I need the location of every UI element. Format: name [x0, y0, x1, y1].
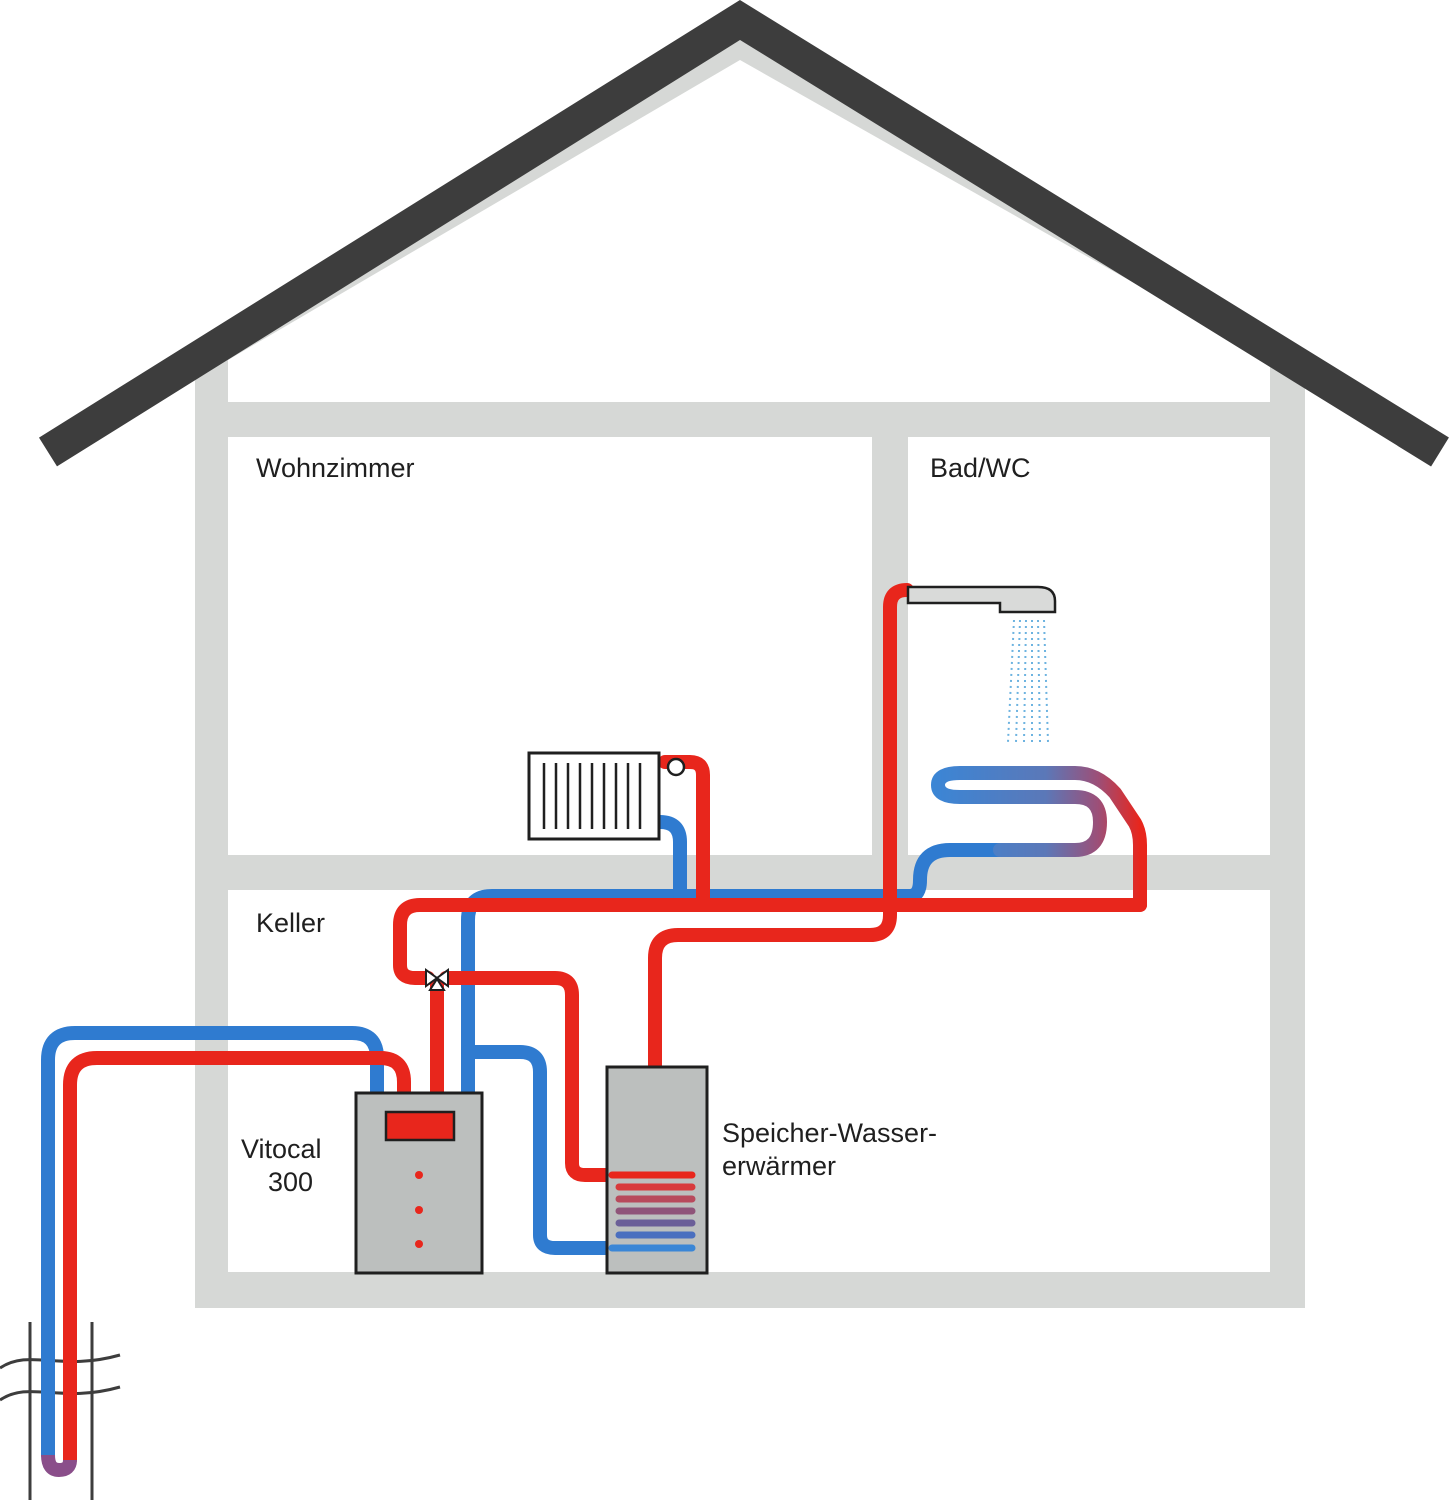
- heat-pump-label-line2: 300: [268, 1167, 313, 1197]
- ground-probe-hot-pipe: [63, 1051, 411, 1467]
- heat-exchanger-coil: [608, 1171, 696, 1252]
- heat-pump-unit: [354, 1091, 484, 1275]
- radiator: [527, 751, 686, 841]
- room-label-living: Wohnzimmer: [256, 453, 415, 483]
- roof: [38, 0, 1449, 467]
- hot-pipes: [393, 583, 1147, 1182]
- ground-probe-loop-bottom: [41, 1454, 77, 1478]
- room-label-basement: Keller: [256, 908, 325, 938]
- heat-pump-label-line1: Vitocal: [241, 1134, 322, 1164]
- shower-water: [1007, 619, 1049, 743]
- storage-label-line1: Speicher-Wasser-: [722, 1118, 937, 1148]
- status-led: [415, 1171, 423, 1179]
- three-way-valve: [425, 968, 449, 991]
- shower-head: [906, 585, 1057, 614]
- attic-room: [228, 60, 1270, 402]
- room-label-bathroom: Bad/WC: [930, 453, 1031, 483]
- heat-pump-display: [384, 1110, 456, 1142]
- thermostat-valve: [666, 757, 686, 777]
- bathroom-room: [908, 437, 1270, 855]
- storage-water-heater: [605, 1065, 709, 1275]
- underfloor-heating-coil: [931, 766, 1147, 912]
- status-led: [415, 1240, 423, 1248]
- house-structure: [38, 0, 1449, 1308]
- storage-label-line2: erwärmer: [722, 1151, 836, 1181]
- status-led: [415, 1206, 423, 1214]
